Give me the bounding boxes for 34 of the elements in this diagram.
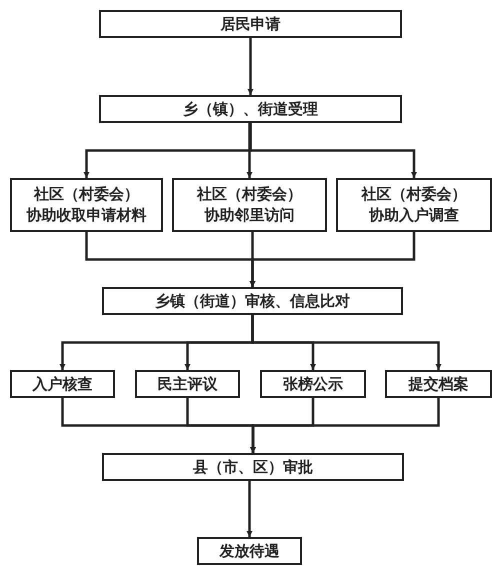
process-box xyxy=(10,178,163,232)
box-text: 乡镇（街道）审核、信息比对 xyxy=(155,290,350,312)
box-text: 社区（村委会） xyxy=(362,184,466,205)
process-box xyxy=(10,370,115,398)
process-box xyxy=(336,178,492,232)
arrow xyxy=(250,232,416,287)
box-text: 协助收取申请材料 xyxy=(26,205,146,226)
box-text: 民主评议 xyxy=(158,374,218,394)
process-box xyxy=(99,95,402,123)
arrow xyxy=(246,123,252,178)
box-text: 县（市、区）审批 xyxy=(193,456,313,478)
box-text: 协助入户调查 xyxy=(369,205,459,226)
arrow xyxy=(251,315,442,370)
box-text: 提交档案 xyxy=(408,374,468,394)
box-text: 居民申请 xyxy=(220,14,280,34)
process-box xyxy=(99,10,402,38)
box-text: 乡（镇）、街道受理 xyxy=(183,98,318,120)
process-box xyxy=(172,178,327,232)
box-text: 社区（村委会） xyxy=(34,184,139,205)
process-box xyxy=(385,370,492,398)
arrow xyxy=(248,38,254,95)
box-text: 社区（村委会） xyxy=(197,184,302,205)
box-text: 发放待遇 xyxy=(220,540,280,562)
box-text: 入户核查 xyxy=(32,374,92,394)
process-box xyxy=(102,453,404,481)
process-box xyxy=(260,370,366,398)
box-text: 张榜公示 xyxy=(283,374,343,394)
arrow xyxy=(250,398,440,453)
arrow xyxy=(249,123,417,178)
process-box xyxy=(135,370,240,398)
box-text: 协助邻里访问 xyxy=(204,205,294,226)
process-box xyxy=(102,287,403,315)
arrow xyxy=(246,481,252,537)
process-box xyxy=(197,537,302,565)
